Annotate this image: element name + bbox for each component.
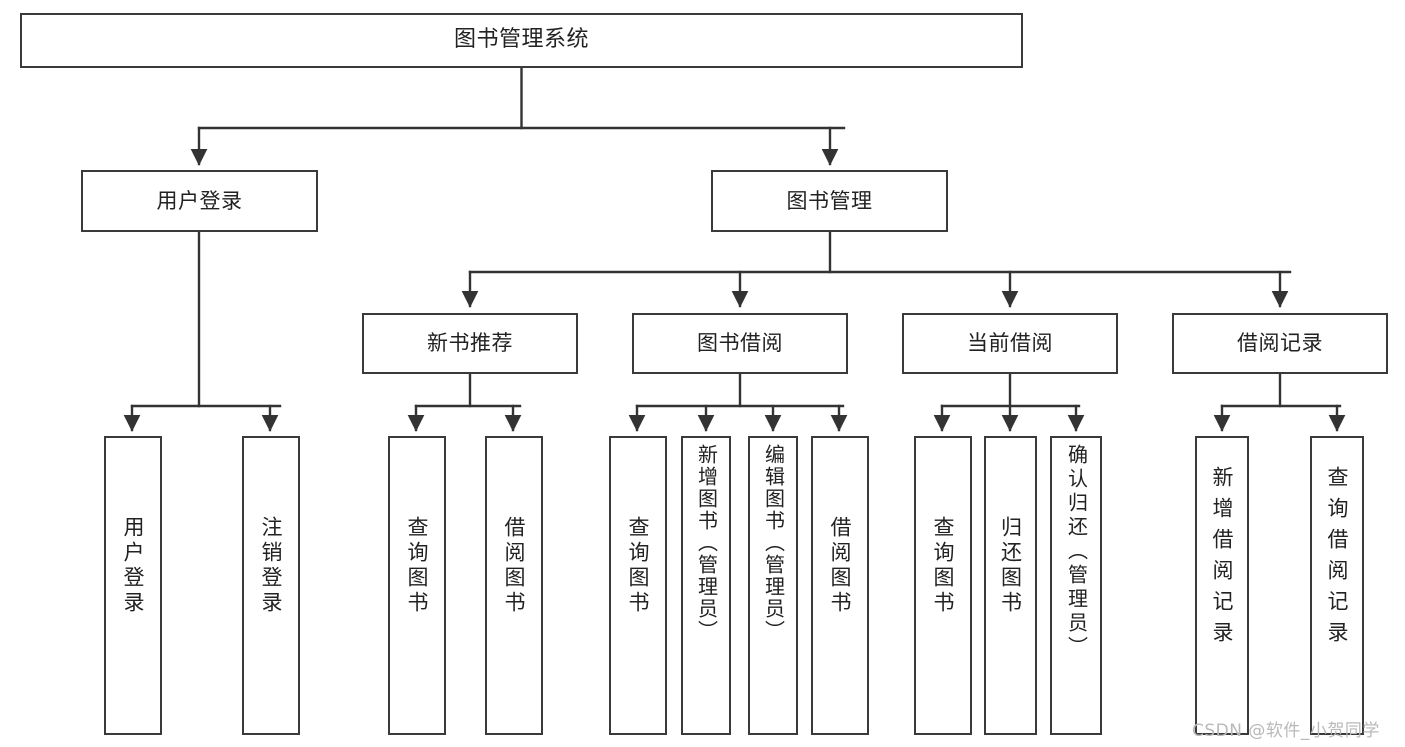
leaf-confirm-return-admin[interactable]: 确认归还（管理员） [1050,436,1102,735]
node-current-borrow-label: 当前借阅 [967,331,1053,356]
leaf-return-book[interactable]: 归还图书 [984,436,1037,735]
leaf-edit-book-admin-label: 编辑图书（管理员） [761,444,786,642]
leaf-add-book-admin-label: 新增图书（管理员） [694,444,719,642]
leaf-query-book-borrow-label: 查询图书 [626,516,651,616]
node-new-book-recommend[interactable]: 新书推荐 [362,313,578,374]
leaf-user-login-label: 用户登录 [121,516,146,616]
leaf-query-book-current[interactable]: 查询图书 [914,436,972,735]
leaf-user-login[interactable]: 用户登录 [104,436,162,735]
leaf-confirm-return-admin-label: 确认归还（管理员） [1064,444,1089,660]
node-current-borrow[interactable]: 当前借阅 [902,313,1118,374]
leaf-add-book-admin[interactable]: 新增图书（管理员） [681,436,731,735]
leaf-edit-book-admin[interactable]: 编辑图书（管理员） [748,436,798,735]
node-root[interactable]: 图书管理系统 [20,13,1023,68]
leaf-borrow-book-borrow-label: 借阅图书 [828,516,853,616]
watermark-credit: CSDN @软件_小贺同学 [1192,721,1380,741]
leaf-borrow-book-recommend-label: 借阅图书 [502,516,527,616]
leaf-query-borrow-record[interactable]: 查询借阅记录 [1310,436,1364,735]
leaf-borrow-book-borrow[interactable]: 借阅图书 [811,436,869,735]
node-new-book-recommend-label: 新书推荐 [427,331,513,356]
leaf-query-book-recommend-label: 查询图书 [405,516,430,616]
node-book-manage-label: 图书管理 [786,188,873,213]
node-book-borrow[interactable]: 图书借阅 [632,313,848,374]
node-root-label: 图书管理系统 [453,27,589,53]
leaf-add-borrow-record[interactable]: 新增借阅记录 [1195,436,1249,735]
leaf-add-borrow-record-label: 新增借阅记录 [1210,466,1235,652]
node-user-login[interactable]: 用户登录 [81,170,318,232]
leaf-logout-label: 注销登录 [259,516,284,616]
node-borrow-record[interactable]: 借阅记录 [1172,313,1388,374]
node-borrow-record-label: 借阅记录 [1237,331,1323,356]
leaf-query-book-current-label: 查询图书 [931,516,956,616]
leaf-borrow-book-recommend[interactable]: 借阅图书 [485,436,543,735]
leaf-logout[interactable]: 注销登录 [242,436,300,735]
node-book-borrow-label: 图书借阅 [697,331,783,356]
node-book-manage[interactable]: 图书管理 [711,170,948,232]
leaf-query-book-borrow[interactable]: 查询图书 [609,436,667,735]
leaf-query-book-recommend[interactable]: 查询图书 [388,436,446,735]
node-user-login-label: 用户登录 [156,188,243,213]
leaf-return-book-label: 归还图书 [998,516,1023,616]
leaf-query-borrow-record-label: 查询借阅记录 [1325,466,1350,652]
